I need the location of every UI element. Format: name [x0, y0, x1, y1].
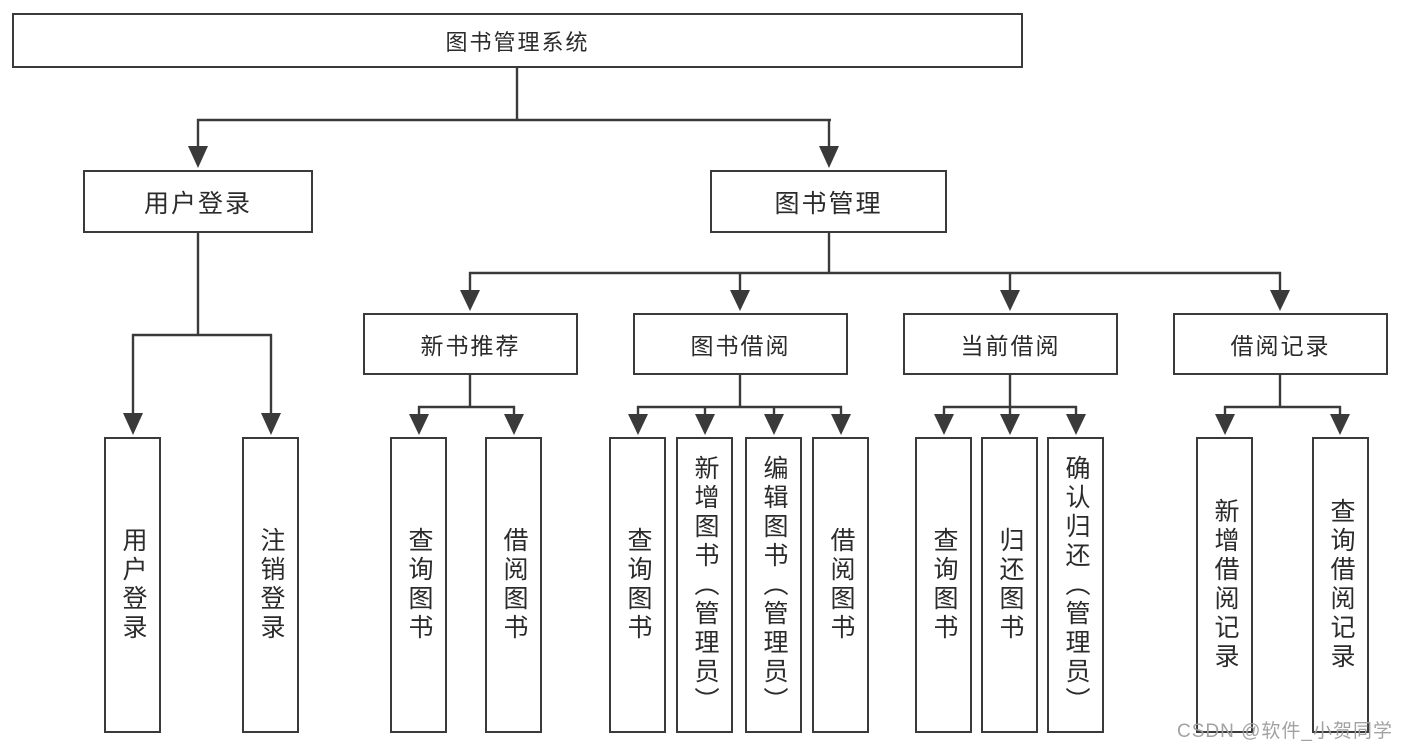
node-user-login: 用户登录 [83, 170, 313, 233]
node-edit-books-admin-label: 编辑图书（管理员） [760, 454, 788, 716]
node-query-books-recommend-label: 查询图书 [405, 527, 433, 643]
node-query-books-recommend: 查询图书 [390, 437, 447, 733]
node-book-borrowing: 图书借阅 [633, 313, 848, 375]
node-borrowing-records: 借阅记录 [1173, 313, 1388, 375]
node-borrow-books-leaf-label: 借阅图书 [827, 527, 855, 643]
node-logout-leaf-label: 注销登录 [257, 527, 285, 643]
node-query-books-current-label: 查询图书 [930, 527, 958, 643]
node-borrow-books-recommend-label: 借阅图书 [500, 527, 528, 643]
node-confirm-return-admin-label: 确认归还（管理员） [1062, 454, 1090, 716]
node-return-books-label: 归还图书 [996, 527, 1024, 643]
node-query-borrow-record-label: 查询借阅记录 [1327, 498, 1355, 672]
node-return-books: 归还图书 [981, 437, 1038, 733]
node-borrow-books-leaf: 借阅图书 [812, 437, 869, 733]
node-add-borrow-record-label: 新增借阅记录 [1211, 498, 1239, 672]
node-add-books-admin: 新增图书（管理员） [676, 437, 733, 733]
node-query-books-borrowing: 查询图书 [609, 437, 666, 733]
node-new-book-recommend: 新书推荐 [363, 313, 578, 375]
node-user-login-leaf: 用户登录 [104, 437, 161, 733]
node-logout-leaf: 注销登录 [242, 437, 299, 733]
node-edit-books-admin: 编辑图书（管理员） [745, 437, 802, 733]
node-query-borrow-record: 查询借阅记录 [1312, 437, 1369, 733]
node-book-management: 图书管理 [710, 170, 947, 233]
node-user-login-leaf-label: 用户登录 [119, 527, 147, 643]
node-borrow-books-recommend: 借阅图书 [485, 437, 542, 733]
node-query-books-borrowing-label: 查询图书 [624, 527, 652, 643]
node-library-system: 图书管理系统 [12, 13, 1023, 68]
node-add-books-admin-label: 新增图书（管理员） [691, 454, 719, 716]
node-confirm-return-admin: 确认归还（管理员） [1047, 437, 1104, 733]
watermark: CSDN @软件_小贺同学 [1177, 721, 1393, 742]
node-query-books-current: 查询图书 [915, 437, 972, 733]
node-add-borrow-record: 新增借阅记录 [1196, 437, 1253, 733]
node-current-borrowing: 当前借阅 [903, 313, 1118, 375]
